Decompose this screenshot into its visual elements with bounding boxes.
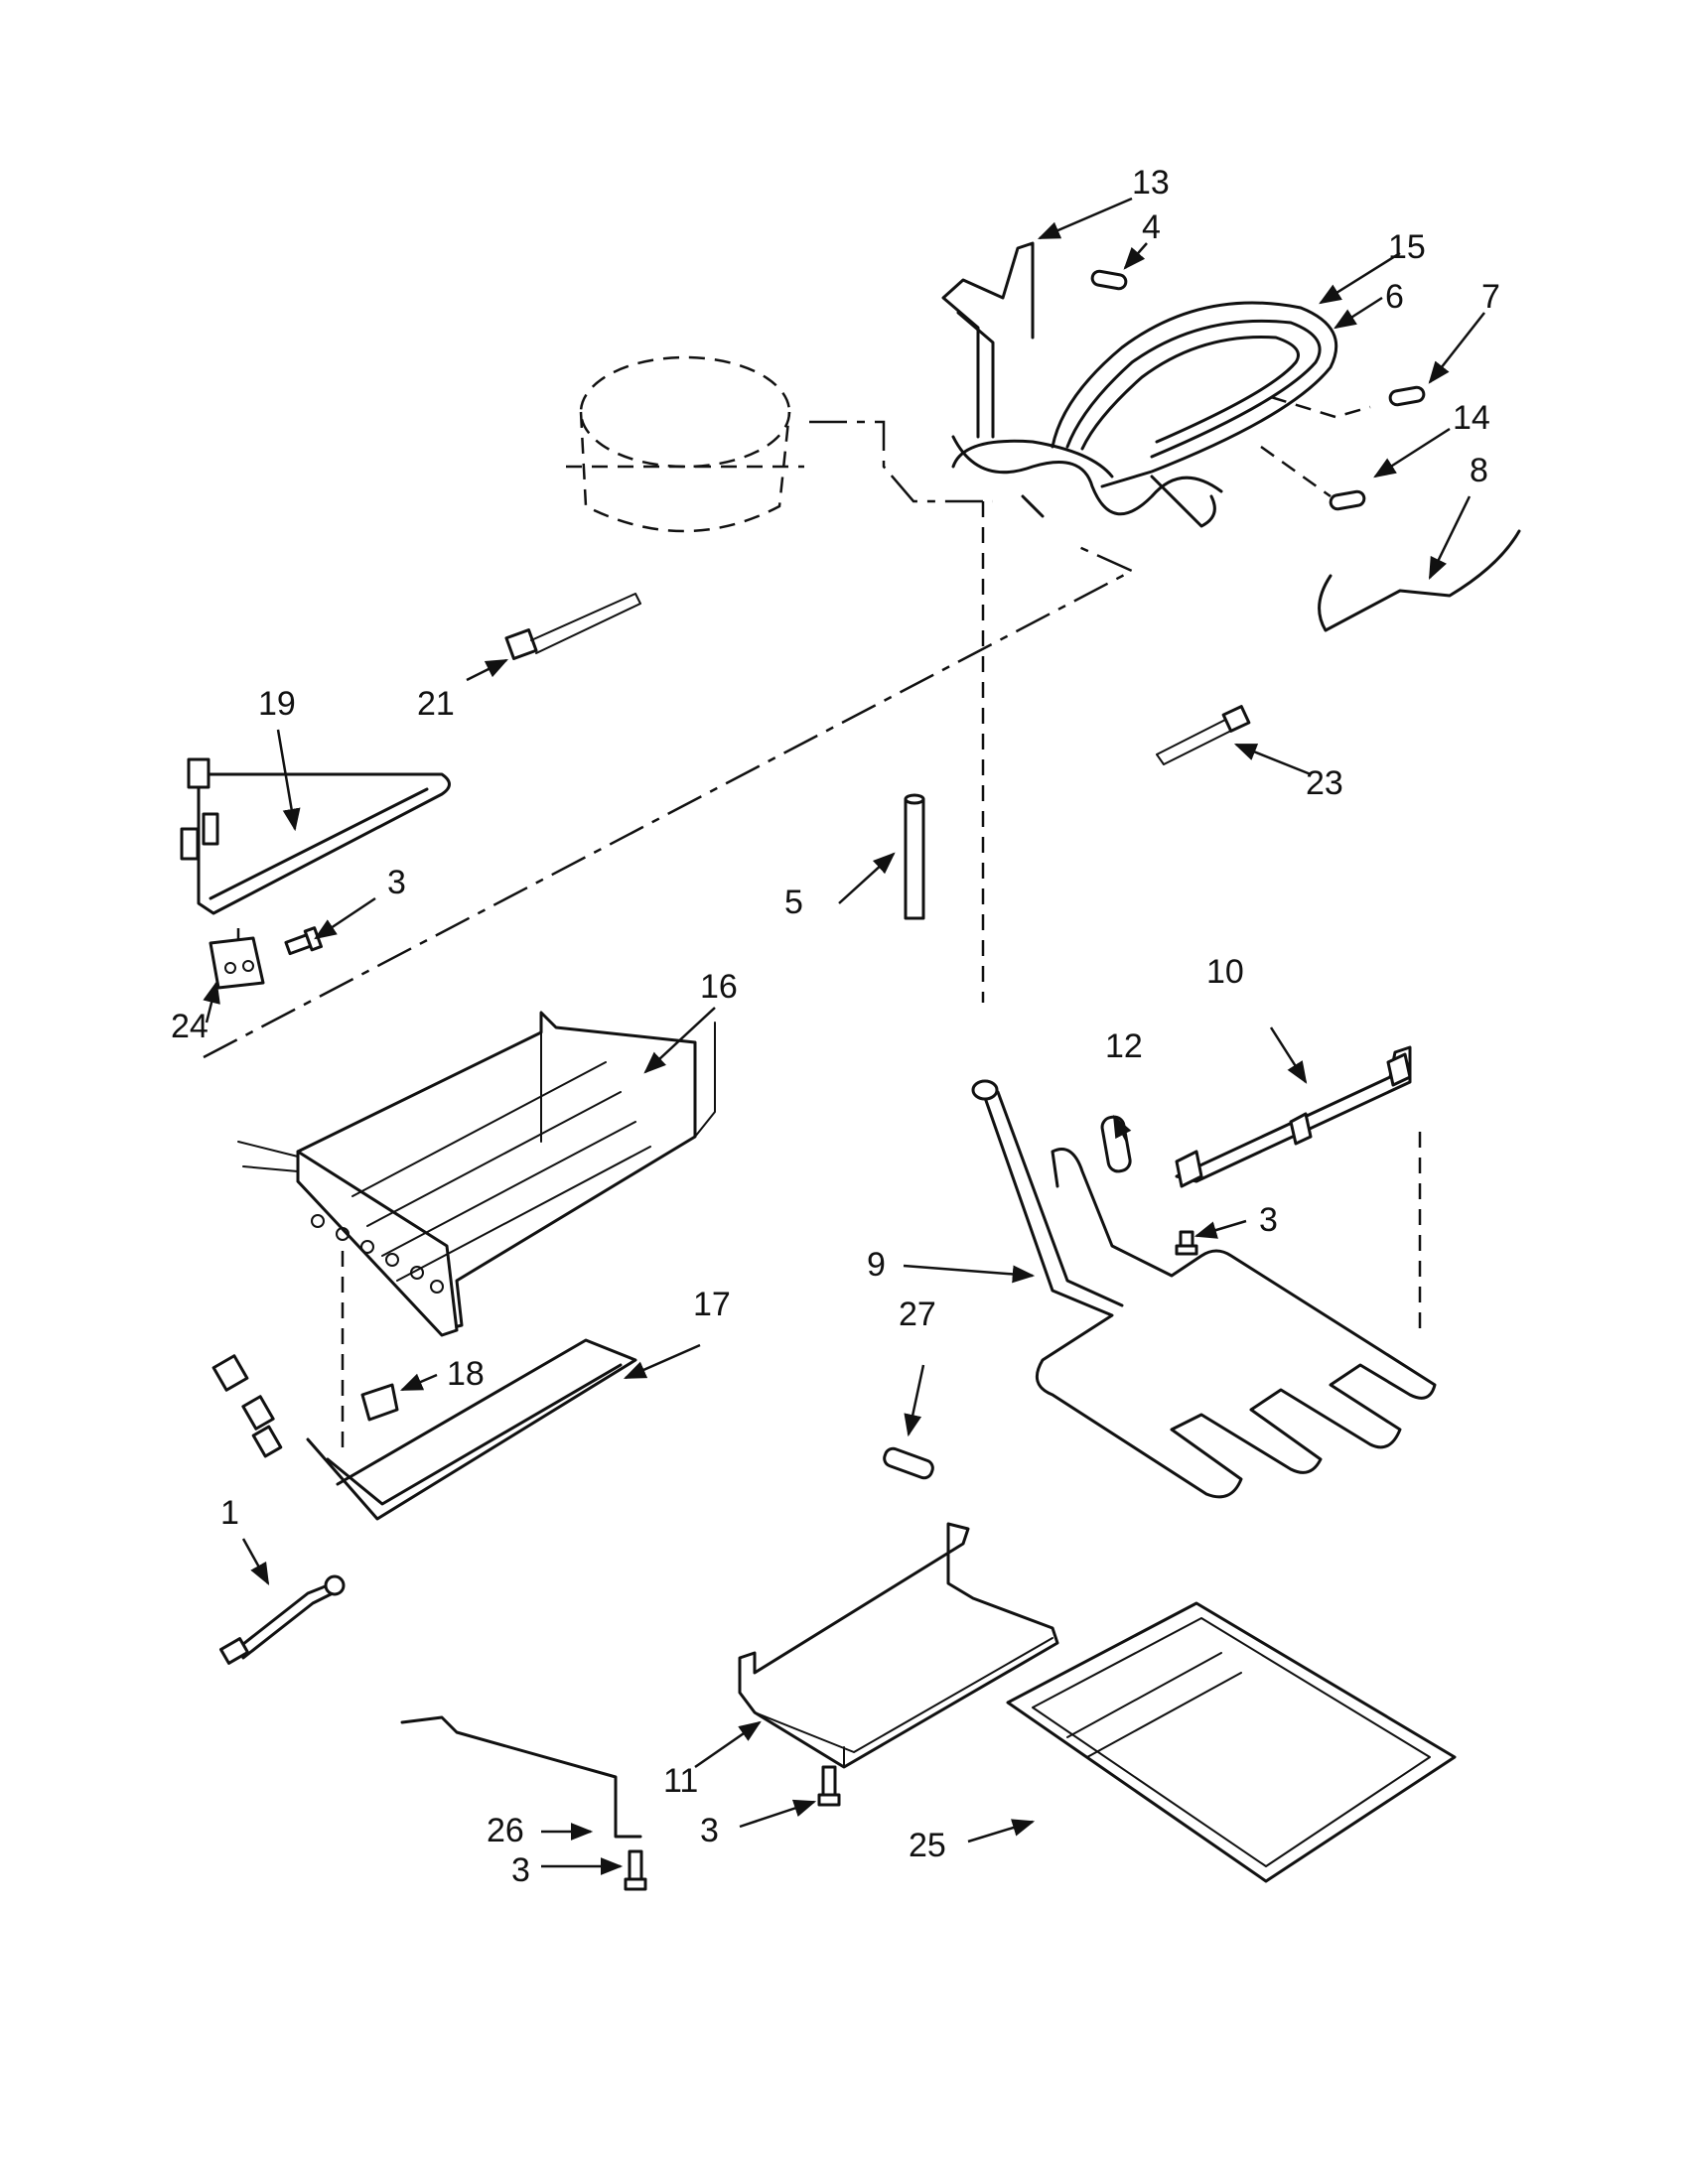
bracket-10 — [1175, 1045, 1412, 1188]
callout-4: 4 — [1142, 208, 1161, 246]
compressor-outline — [566, 355, 804, 533]
callout-7: 7 — [1481, 278, 1500, 316]
callout-19: 19 — [258, 685, 296, 723]
cable-tie-21 — [504, 593, 641, 660]
callout-25: 25 — [909, 1827, 946, 1864]
tube-pieces — [1090, 269, 1426, 511]
leader-lines — [203, 197, 1485, 1875]
callout-12: 12 — [1105, 1027, 1143, 1065]
wire-8 — [1318, 529, 1521, 632]
callout-8: 8 — [1470, 452, 1488, 489]
callout-21: 21 — [417, 685, 455, 723]
cable-tie-23 — [1156, 705, 1251, 765]
drain-pan-25 — [1006, 1601, 1457, 1883]
callout-27: 27 — [899, 1296, 936, 1333]
heater-17 — [211, 1338, 637, 1521]
callout-16: 16 — [700, 968, 738, 1006]
callout-5: 5 — [784, 884, 803, 921]
screws — [284, 926, 1198, 1891]
callout-3b: 3 — [1259, 1201, 1278, 1239]
callout-1: 1 — [220, 1494, 239, 1532]
callout-3a: 3 — [387, 864, 406, 901]
callout-3c: 3 — [700, 1812, 719, 1849]
clip-18 — [360, 1383, 399, 1422]
tube-5 — [904, 793, 925, 920]
callout-23: 23 — [1306, 764, 1343, 802]
evaporator-16 — [237, 1011, 716, 1337]
callout-6: 6 — [1385, 278, 1404, 316]
tube-12 — [1100, 1115, 1132, 1173]
callout-17: 17 — [693, 1286, 731, 1323]
callout-26: 26 — [487, 1812, 524, 1849]
tubing-assembly — [941, 241, 1338, 528]
bracket-26 — [400, 1715, 642, 1839]
callout-10: 10 — [1206, 953, 1244, 991]
assembly-lines — [203, 395, 1422, 1449]
callout-13: 13 — [1132, 164, 1170, 202]
callout-11: 11 — [663, 1762, 698, 1800]
callout-numbers: 13 4 15 6 7 14 8 21 23 19 3 24 5 16 10 1… — [171, 164, 1500, 1889]
callout-15: 15 — [1388, 228, 1426, 266]
heater-19 — [180, 757, 451, 915]
callout-14: 14 — [1453, 399, 1490, 437]
callout-24: 24 — [171, 1008, 209, 1045]
callout-9: 9 — [867, 1246, 886, 1284]
tube-27 — [883, 1446, 934, 1480]
drain-trough-11 — [738, 1522, 1059, 1769]
condenser-coil-9 — [971, 1079, 1437, 1499]
callout-3d: 3 — [511, 1851, 530, 1889]
callout-18: 18 — [447, 1355, 485, 1393]
clip-24 — [209, 936, 265, 990]
harness-1 — [218, 1574, 346, 1665]
